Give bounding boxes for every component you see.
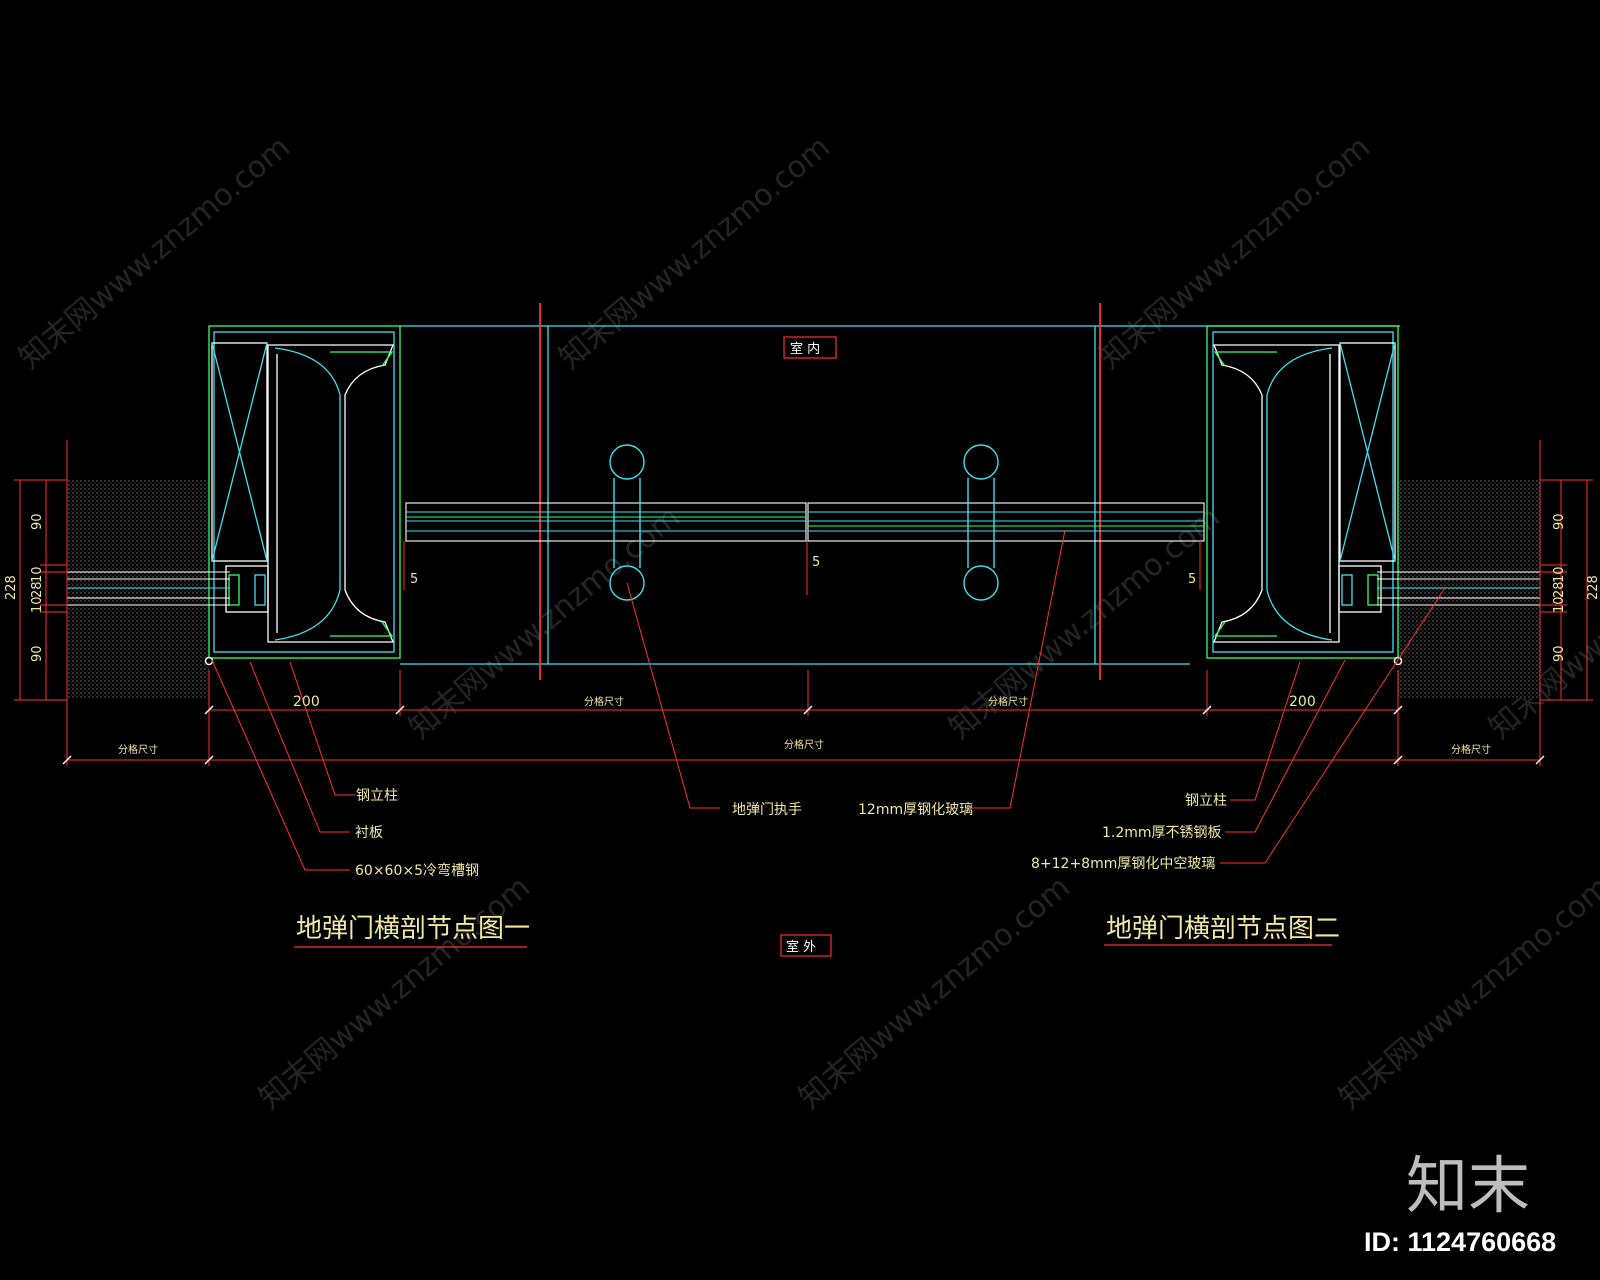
dim-90-left: 90 [30, 645, 45, 662]
dim-10-right: 10 [1552, 596, 1567, 613]
dim-10-left: 10 [30, 566, 45, 583]
dim-split: 分格尺寸 [784, 738, 824, 751]
watermark-text: 知末网www.znzmo.com [553, 130, 837, 376]
watermark-text: 知末网www.znzmo.com [1333, 870, 1600, 1116]
right-insulated-glass [1377, 571, 1540, 606]
dim-10-left: 10 [30, 596, 45, 613]
dimension-text: 200 200 分格尺寸 分格尺寸 分格尺寸 分格尺寸 分格尺寸 5 5 5 [118, 555, 1491, 756]
dim-200-right: 200 [1289, 694, 1316, 710]
right-column-node [1206, 325, 1399, 659]
title-underlines [294, 944, 1332, 948]
door-handle-left [609, 444, 645, 601]
brand-logo: 知末 ID: 1124760668 [1364, 1149, 1556, 1257]
watermark-text: 知末网www.znzmo.com [1093, 130, 1377, 376]
dim-split: 分格尺寸 [118, 743, 158, 756]
callout-door-handle: 地弹门执手 [732, 802, 802, 818]
dim-200-left: 200 [293, 694, 320, 710]
dimension-ticks [62, 705, 1545, 765]
dim-228-left: 228 [4, 575, 19, 600]
door-handle-right [963, 444, 999, 601]
watermark-text: 知末网www.znzmo.com [793, 870, 1077, 1116]
tag-boxes [780, 336, 837, 957]
title-right: 地弹门横剖节点图二 [1106, 914, 1340, 944]
watermark-text: 知末网www.znzmo.com [253, 870, 537, 1116]
dim-5-left: 5 [410, 572, 418, 587]
dim-228-right: 228 [1586, 575, 1600, 600]
dim-28-left: 28 [30, 581, 45, 598]
watermark-text: 知末网www.znzmo.com [403, 500, 687, 746]
dim-90-right: 90 [1552, 645, 1567, 662]
dim-split: 分格尺寸 [1451, 743, 1491, 756]
indoor-outdoor-tags: 室 内 室 外 [786, 341, 820, 955]
dim-90-right: 90 [1552, 513, 1567, 530]
title-left: 地弹门横剖节点图一 [296, 914, 530, 944]
watermark-layer: 知末网www.znzmo.com 知末网www.znzmo.com 知末网www… [13, 130, 1600, 1116]
left-column-node [208, 325, 401, 659]
dim-10-right: 10 [1552, 566, 1567, 583]
mullion-lines [539, 303, 1101, 680]
callout-insulated-glass: 8+12+8mm厚钢化中空玻璃 [1031, 855, 1215, 872]
callout-steel-column-left: 钢立柱 [356, 788, 398, 804]
dim-split: 分格尺寸 [584, 695, 624, 708]
dim-28-right: 28 [1552, 581, 1567, 598]
id-text: ID: 1124760668 [1364, 1227, 1556, 1257]
callout-stainless-plate: 1.2mm厚不锈钢板 [1102, 825, 1222, 841]
watermark-text: 知末网www.znzmo.com [13, 130, 297, 376]
callout-tempered-glass: 12mm厚钢化玻璃 [858, 801, 973, 818]
outdoor-label: 室 外 [786, 939, 816, 955]
callout-text: 钢立柱 衬板 60×60×5冷弯槽钢 地弹门执手 12mm厚钢化玻璃 钢立柱 1… [355, 788, 1227, 879]
left-insulated-glass [67, 571, 230, 606]
glass-panels [405, 502, 1205, 542]
dimension-lines [14, 440, 1593, 766]
dim-5-right: 5 [1188, 572, 1196, 587]
wall-hatch [67, 480, 1540, 698]
drawing-titles: 地弹门横剖节点图一 地弹门横剖节点图二 [296, 914, 1340, 944]
callout-lining-board: 衬板 [355, 825, 383, 841]
leader-lines [211, 529, 1446, 871]
dim-5-mid: 5 [812, 555, 820, 570]
dim-90-left: 90 [30, 513, 45, 530]
dim-split: 分格尺寸 [988, 695, 1028, 708]
watermark-text: 知末网www.znzmo.com [943, 500, 1227, 746]
indoor-label: 室 内 [790, 341, 820, 357]
vertical-dimension-text: 228 90 10 28 10 90 228 90 10 28 10 90 [4, 513, 1600, 662]
callout-channel-steel: 60×60×5冷弯槽钢 [355, 862, 479, 879]
callout-steel-column-right: 钢立柱 [1185, 793, 1227, 809]
logo-text: 知末 [1406, 1149, 1530, 1222]
